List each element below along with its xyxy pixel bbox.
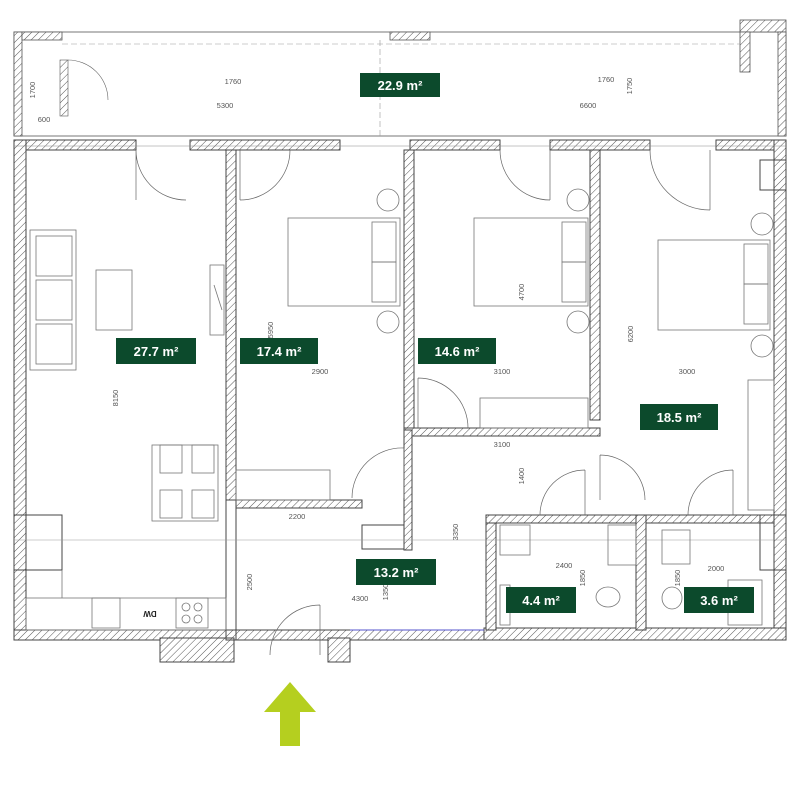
interior-walls	[13, 149, 787, 641]
area-label-bedroom-3: 18.5 m²	[640, 404, 718, 430]
area-label-text: 22.9 m²	[378, 78, 423, 93]
dim-label: 1760	[598, 75, 615, 84]
entrance-arrow-icon	[264, 682, 316, 746]
area-label-text: 4.4 m²	[522, 593, 560, 608]
dim-label: 1400	[517, 468, 526, 485]
dim-label: 6200	[626, 326, 635, 343]
dim-label: 2400	[556, 561, 573, 570]
doors	[135, 149, 734, 656]
area-label-text: 18.5 m²	[657, 410, 702, 425]
dim-label: 1750	[625, 78, 634, 95]
dim-label: 6600	[580, 101, 597, 110]
dim-label: 3100	[494, 440, 511, 449]
area-label-bedroom-2: 14.6 m²	[418, 338, 496, 364]
dim-label: 1760	[225, 77, 242, 86]
area-label-text: 13.2 m²	[374, 565, 419, 580]
dim-label: 1700	[28, 82, 37, 99]
dim-label: 4300	[352, 594, 369, 603]
area-label-text: 14.6 m²	[435, 344, 480, 359]
dim-label: 2500	[245, 574, 254, 591]
dim-label: 5300	[217, 101, 234, 110]
dimension-labels: 1700 600 1760 5300 1760 6600 1750 8150 5…	[28, 75, 724, 603]
dim-label: 1850	[673, 570, 682, 587]
dim-label: 1850	[578, 570, 587, 587]
area-label-wc: 3.6 m²	[684, 587, 754, 613]
area-label-text: 17.4 m²	[257, 344, 302, 359]
area-label-hall: 13.2 m²	[356, 559, 436, 585]
room-area-labels: 22.9 m² 27.7 m² 17.4 m² 14.6 m² 18.5 m² …	[116, 73, 754, 613]
dim-label: 4700	[517, 284, 526, 301]
dishwasher-label: DW	[143, 609, 157, 618]
dim-label: 5950	[266, 322, 275, 339]
dim-label: 1350	[381, 584, 390, 601]
area-label-text: 27.7 m²	[134, 344, 179, 359]
dim-label: 3350	[451, 524, 460, 541]
area-label-terrace: 22.9 m²	[360, 73, 440, 97]
dim-label: 2200	[289, 512, 306, 521]
dim-label: 600	[38, 115, 51, 124]
dim-label: 3100	[494, 367, 511, 376]
dim-label: 3000	[679, 367, 696, 376]
area-label-text: 3.6 m²	[700, 593, 738, 608]
area-label-bedroom-1: 17.4 m²	[240, 338, 318, 364]
area-label-living-kitchen: 27.7 m²	[116, 338, 196, 364]
area-label-bathroom: 4.4 m²	[506, 587, 576, 613]
dim-label: 8150	[111, 390, 120, 407]
dim-label: 2900	[312, 367, 329, 376]
dim-label: 2000	[708, 564, 725, 573]
